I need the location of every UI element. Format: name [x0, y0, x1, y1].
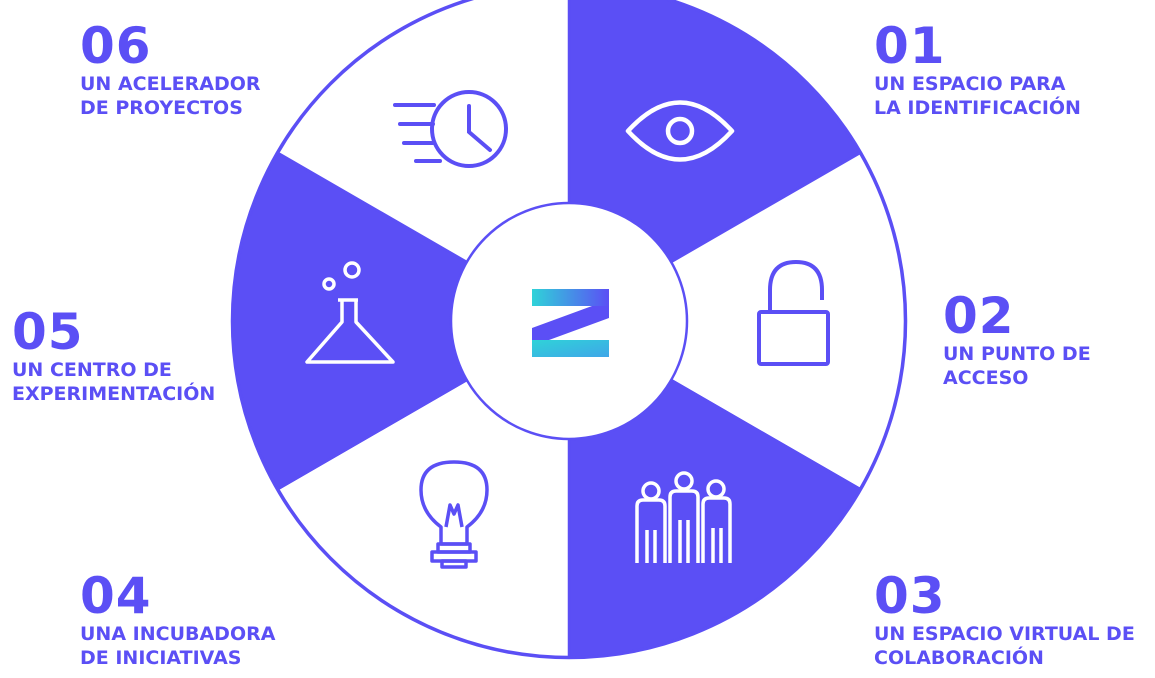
- step-text-line-2: LA IDENTIFICACIÓN: [874, 97, 1081, 119]
- step-text-line-2: COLABORACIÓN: [874, 647, 1044, 669]
- step-05-label: 05 UN CENTRO DE EXPERIMENTACIÓN: [12, 306, 215, 406]
- fast-clock-icon: [393, 90, 508, 168]
- step-number: 02: [943, 287, 1015, 345]
- team-columns-icon: [635, 471, 732, 563]
- step-number: 05: [12, 303, 84, 361]
- step-text-line-1: UN ACELERADOR: [80, 73, 261, 95]
- step-text-line-2: DE PROYECTOS: [80, 97, 243, 119]
- step-text-line-2: DE INICIATIVAS: [80, 647, 242, 669]
- step-text-line-1: UN CENTRO DE: [12, 359, 172, 381]
- step-06-label: 06 UN ACELERADOR DE PROYECTOS: [80, 20, 261, 120]
- step-text-line-1: UN ESPACIO PARA: [874, 73, 1066, 95]
- step-text-line-1: UN ESPACIO VIRTUAL DE: [874, 623, 1135, 645]
- eye-icon: [625, 100, 735, 162]
- step-number: 04: [80, 567, 152, 625]
- step-01-label: 01 UN ESPACIO PARA LA IDENTIFICACIÓN: [874, 20, 1081, 120]
- step-number: 01: [874, 17, 946, 75]
- step-text-line-1: UN PUNTO DE: [943, 343, 1091, 365]
- step-04-label: 04 UNA INCUBADORA DE INICIATIVAS: [80, 570, 275, 670]
- step-text-line-2: EXPERIMENTACIÓN: [12, 383, 216, 405]
- open-padlock-icon: [757, 259, 830, 366]
- outer-ring: [230, 0, 908, 660]
- z-logo-icon: [532, 289, 609, 357]
- step-number: 06: [80, 17, 152, 75]
- step-03-label: 03 UN ESPACIO VIRTUAL DE COLABORACIÓN: [874, 570, 1135, 670]
- step-02-label: 02 UN PUNTO DE ACCESO: [943, 290, 1091, 390]
- step-text-line-2: ACCESO: [943, 367, 1029, 389]
- lightbulb-icon: [419, 460, 489, 569]
- flask-icon: [305, 261, 395, 364]
- step-number: 03: [874, 567, 946, 625]
- step-text-line-1: UNA INCUBADORA: [80, 623, 276, 645]
